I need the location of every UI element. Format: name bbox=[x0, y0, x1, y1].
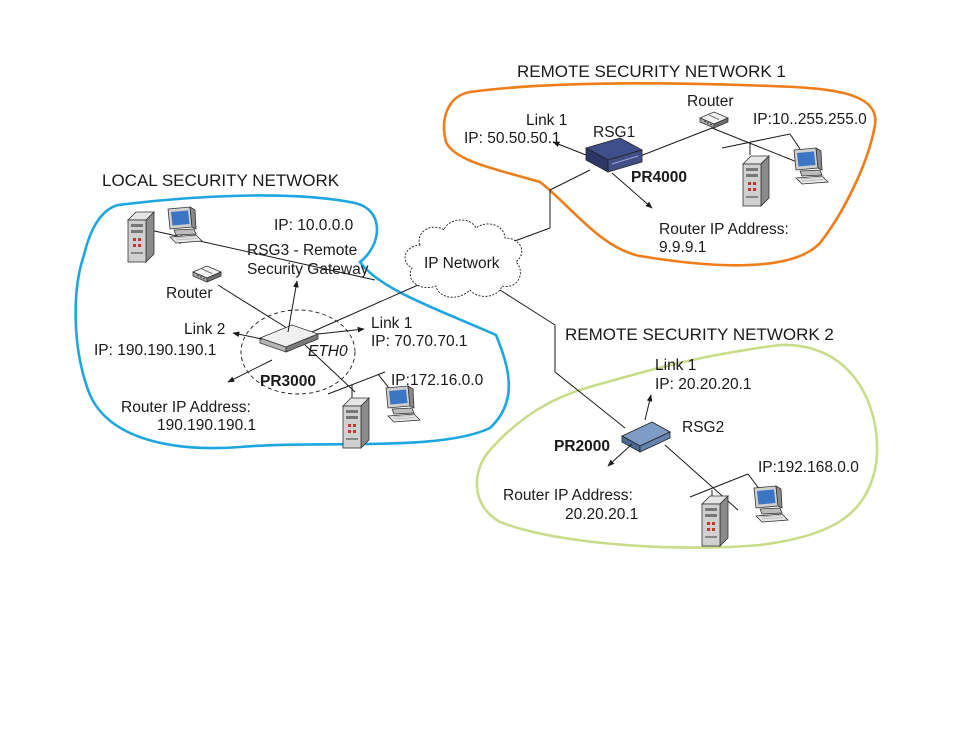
remote-network-2-title: REMOTE SECURITY NETWORK 2 bbox=[565, 325, 834, 344]
local-ip-lan2: IP:172.16.0.0 bbox=[391, 372, 484, 389]
cloud-icon bbox=[404, 219, 523, 298]
r1-ip-lan: IP:10..255.255.0 bbox=[753, 111, 867, 128]
cloud-label: IP Network bbox=[424, 255, 500, 272]
local-link1-ip: IP: 70.70.70.1 bbox=[371, 333, 468, 350]
r1-router-ip-title: Router IP Address: bbox=[659, 221, 789, 238]
local-ip-lan: IP: 10.0.0.0 bbox=[274, 217, 354, 234]
workstation-icon bbox=[385, 385, 421, 423]
server-icon bbox=[127, 211, 155, 263]
local-router-label: Router bbox=[166, 285, 213, 302]
arrow-rsg3 bbox=[287, 280, 299, 333]
local-model: PR3000 bbox=[260, 373, 316, 390]
arrow-router-ip bbox=[227, 359, 273, 383]
r2-link1-ip: IP: 20.20.20.1 bbox=[655, 376, 752, 393]
gateway-icon bbox=[621, 421, 671, 453]
router-icon bbox=[699, 111, 729, 129]
r1-rsg-name: RSG1 bbox=[593, 124, 635, 141]
local-router-ip-title: Router IP Address: bbox=[121, 399, 251, 416]
gateway-icon bbox=[584, 137, 644, 173]
local-link2-ip: IP: 190.190.190.1 bbox=[94, 342, 216, 359]
r2-router-ip-title: Router IP Address: bbox=[503, 487, 633, 504]
r2-router-ip-value: 20.20.20.1 bbox=[565, 506, 638, 523]
r1-router-ip-value: 9.9.9.1 bbox=[659, 239, 706, 256]
arrow-link2 bbox=[232, 331, 263, 340]
r2-ip-lan: IP:192.168.0.0 bbox=[758, 459, 859, 476]
local-eth-label: ETH0 bbox=[308, 343, 348, 360]
arrow-link1-r1 bbox=[552, 141, 587, 156]
r1-model: PR4000 bbox=[631, 169, 687, 186]
local-rsg-name-2: Security Gateway bbox=[247, 261, 369, 278]
router-icon bbox=[192, 265, 222, 283]
server-icon bbox=[742, 155, 770, 207]
remote-network-1-title: REMOTE SECURITY NETWORK 1 bbox=[517, 62, 786, 81]
workstation-icon bbox=[793, 147, 829, 185]
local-network-title: LOCAL SECURITY NETWORK bbox=[102, 171, 340, 190]
local-gateway-boundary bbox=[240, 309, 356, 395]
local-rsg-name-1: RSG3 - Remote bbox=[247, 242, 357, 259]
workstation-icon bbox=[167, 206, 203, 244]
arrow-link1-r2 bbox=[644, 394, 653, 421]
remote-network-2-outline bbox=[475, 343, 879, 549]
arrow-router-r2 bbox=[607, 443, 633, 467]
arrow-router-r1 bbox=[611, 172, 653, 209]
server-icon bbox=[342, 397, 370, 449]
r2-rsg-name: RSG2 bbox=[682, 419, 724, 436]
remote-network-1-outline bbox=[442, 82, 877, 267]
r2-link1-title: Link 1 bbox=[655, 357, 696, 374]
local-router-ip-value: 190.190.190.1 bbox=[157, 417, 256, 434]
server-icon bbox=[701, 495, 729, 547]
workstation-icon bbox=[753, 485, 789, 523]
r1-link1-title: Link 1 bbox=[526, 112, 567, 129]
r1-link1-ip: IP: 50.50.50.1 bbox=[464, 130, 561, 147]
r2-model: PR2000 bbox=[554, 438, 610, 455]
r1-router-label: Router bbox=[687, 93, 734, 110]
arrow-link1 bbox=[317, 326, 365, 335]
local-link2-title: Link 2 bbox=[184, 321, 225, 338]
local-network-outline bbox=[74, 194, 511, 450]
local-link1-title: Link 1 bbox=[371, 315, 412, 332]
